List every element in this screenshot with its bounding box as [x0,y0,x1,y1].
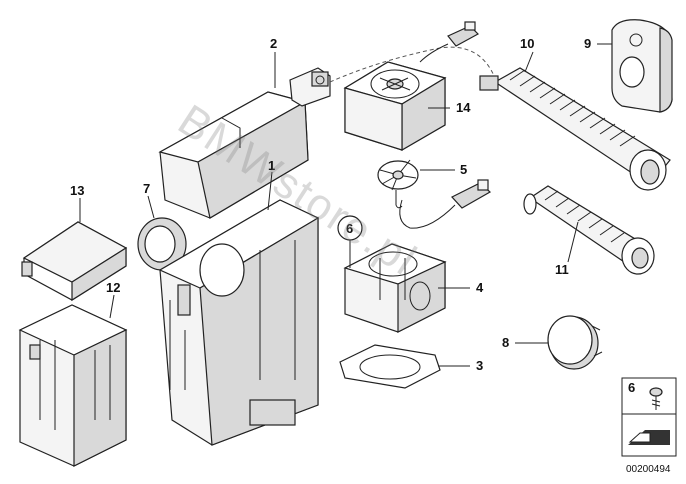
callout-13: 13 [70,183,84,198]
part-12-small-housing [18,304,128,467]
part-9-end-cap [611,19,673,113]
part-4-fan-housing [343,243,447,333]
legend-box [621,377,677,457]
legend-callout-6: 6 [628,380,635,395]
part-7-ring-seal [137,217,187,271]
callout-1: 1 [268,158,275,173]
part-14-blower-fan [343,61,447,152]
callout-14: 14 [456,100,471,115]
part-5-sensor-connector [399,179,492,229]
callout-2: 2 [270,36,277,51]
callout-12: 12 [106,280,120,295]
callout-3: 3 [476,358,483,373]
diagram-number: 00200494 [626,464,671,475]
part-14-connector [419,21,479,63]
callout-9: 9 [584,36,591,51]
callout-5: 5 [460,162,467,177]
screw-icon [649,387,663,410]
callout-7: 7 [143,181,150,196]
part-11-small-hose [523,185,655,275]
callout-6: 6 [346,221,353,236]
part-2-control-unit [158,67,331,219]
part-1-main-housing [158,199,320,446]
part-5-fan-wheel [377,159,419,209]
part-3-gasket [339,344,441,389]
callout-6-circle [337,215,363,241]
leader-lines [79,43,612,367]
callout-11: 11 [555,262,569,277]
callout-10: 10 [520,36,534,51]
callout-8: 8 [502,335,509,350]
callout-4: 4 [476,280,484,295]
arrow-icon [628,430,670,445]
part-13-lid [21,221,128,302]
part-8-plug-cap [547,315,603,370]
part-10-large-hose [479,67,671,191]
